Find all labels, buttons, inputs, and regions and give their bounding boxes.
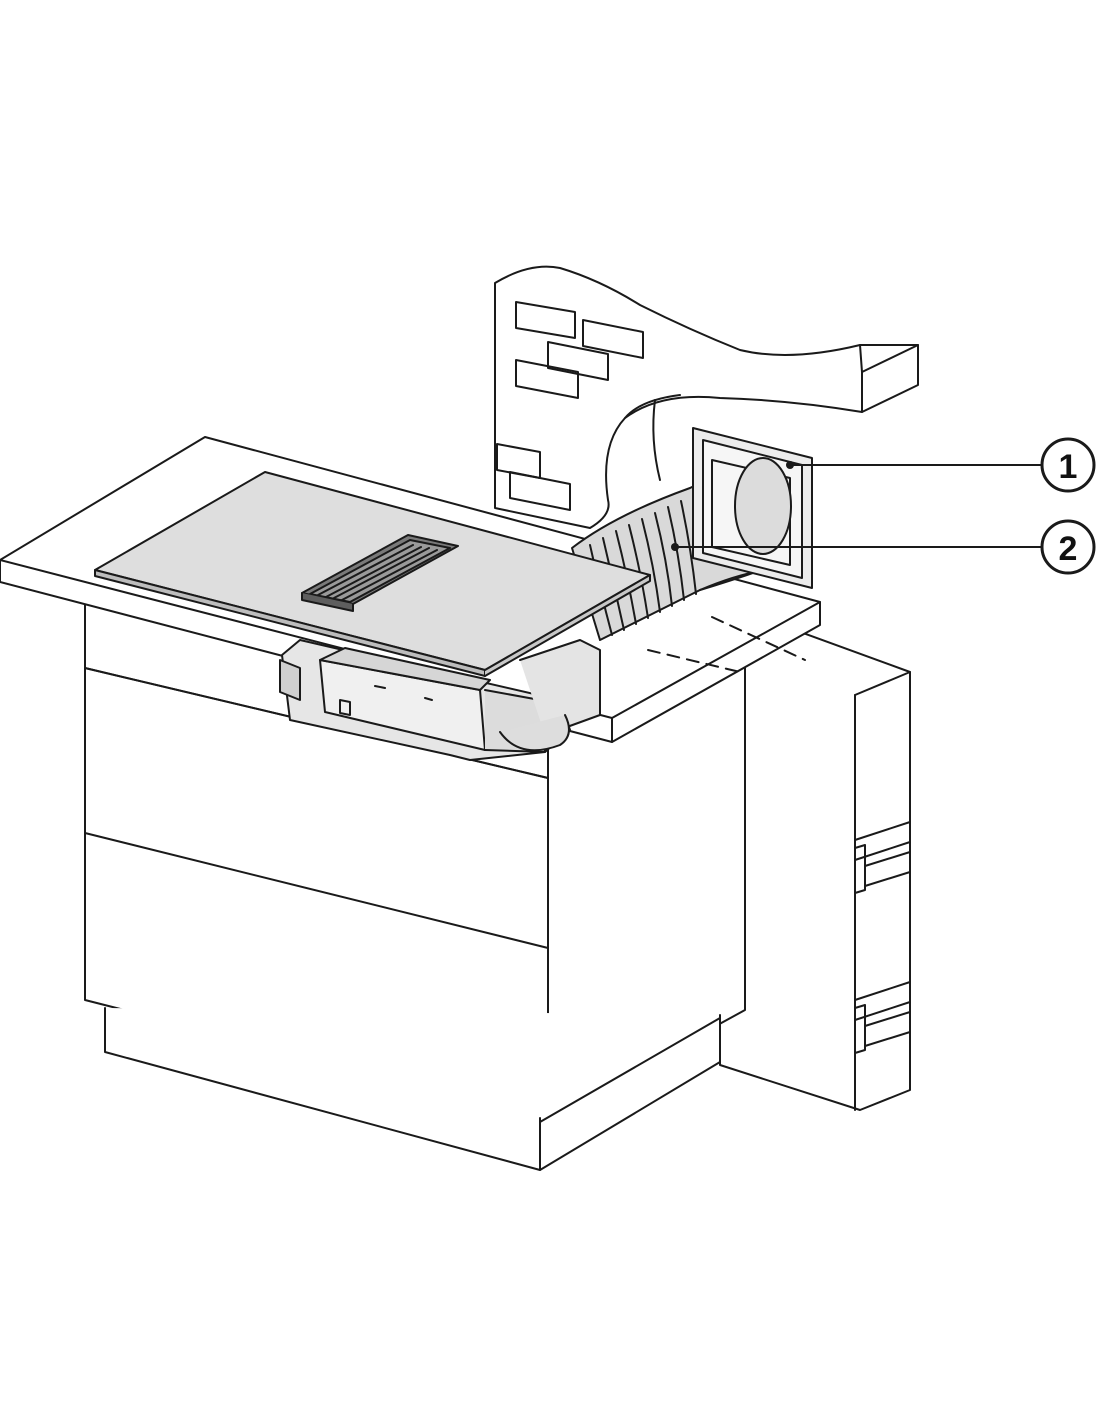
brick-wall (494, 265, 919, 529)
extraction-motor-unit (279, 639, 601, 761)
callout-1-label: 1 (1059, 448, 1078, 486)
callout-2-label: 2 (1059, 530, 1078, 568)
callout-2: 2 (671, 519, 1096, 575)
callout-1: 1 (786, 437, 1096, 493)
extraction-vent (301, 534, 459, 612)
side-wall (719, 609, 911, 1111)
induction-hob (94, 471, 651, 677)
